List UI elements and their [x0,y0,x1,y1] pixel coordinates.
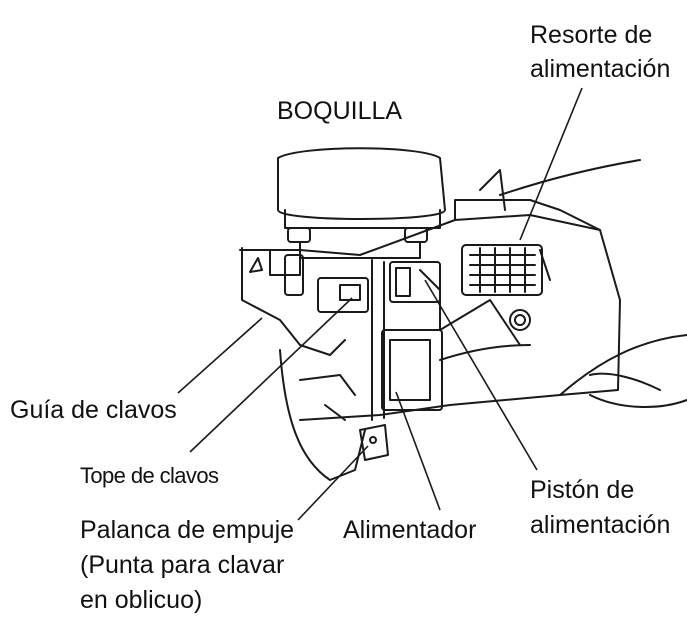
leader-guia [177,317,263,394]
label-piston-line1: Pistón de [530,476,635,504]
label-alimentador: Alimentador [343,516,477,544]
label-resorte-line1: Resorte de [530,21,653,49]
leader-lines [177,87,583,521]
nozzle [277,147,446,220]
label-palanca-line2: (Punta para clavar [80,551,285,579]
label-tope: Tope de clavos [80,463,219,488]
leader-alimentador [395,391,441,511]
label-palanca-line1: Palanca de empuje [80,516,295,544]
label-boquilla: BOQUILLA [277,97,403,125]
grip [559,334,687,408]
body-frame [239,214,621,421]
leader-piston [424,279,538,471]
nail-stopper-part [339,284,361,301]
label-guia: Guía de clavos [10,396,177,424]
feeder-part [381,329,443,411]
nail-guide-part [241,247,346,356]
label-piston-line2: alimentación [530,511,671,539]
label-resorte-line2: alimentación [530,55,671,83]
label-palanca-line3: en oblicuo) [80,586,203,614]
nailer-drawing [239,147,687,481]
feed-spring [461,244,543,296]
leader-resorte [519,87,583,241]
leader-tope [189,297,353,453]
leader-palanca [297,445,369,521]
